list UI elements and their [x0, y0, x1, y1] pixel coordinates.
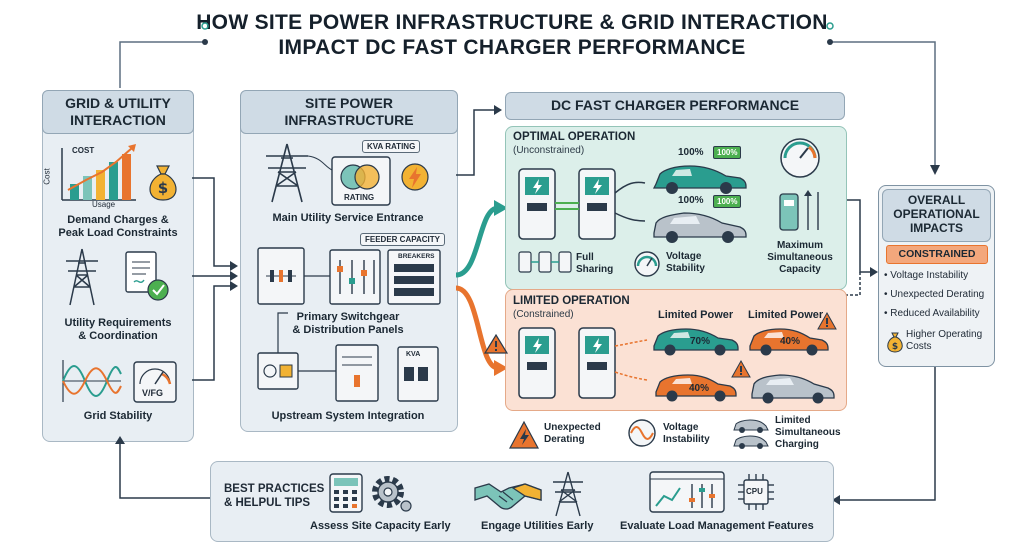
cost-chart-label: COST	[72, 146, 95, 155]
kva-rating-tag: KVA RATING	[362, 140, 421, 153]
optimal-car2-icon	[653, 212, 747, 243]
limited-power-label-2: Limited Power	[748, 309, 824, 321]
voltage-meter-icon	[133, 361, 177, 403]
voltage-instability-icon	[628, 419, 656, 447]
optimal-title: OPTIMAL OPERATION	[513, 131, 636, 143]
overall-item-2: • Unexpected Derating	[884, 289, 985, 300]
voltage-stability-gauge-icon	[634, 251, 660, 277]
tip-engage-utilities: Engage Utilities Early	[481, 520, 594, 532]
full-sharing-label: Full Sharing	[576, 252, 614, 275]
svg-text:$: $	[158, 179, 168, 197]
page-title: HOW SITE POWER INFRASTRUCTURE & GRID INT…	[196, 11, 828, 59]
transmission-tower-icon	[66, 248, 98, 306]
max-capacity-icon	[779, 190, 819, 231]
limited-subtitle: (Constrained)	[513, 309, 574, 320]
main-utility-service-label: Main Utility Service Entrance	[272, 212, 424, 224]
full-sharing-icon	[518, 251, 572, 273]
kva-small-label: KVA	[406, 351, 421, 358]
limited-car3-pct: 40%	[689, 383, 710, 394]
unexpected-derating-label: Unexpected Derating	[544, 422, 601, 445]
optimal-car2-badge: 100%	[713, 195, 742, 208]
grid-stability-label: Grid Stability	[83, 410, 153, 422]
optimal-car1-badge: 100%	[713, 146, 742, 159]
money-bag-icon: $	[149, 165, 177, 201]
charger-performance-heading: DC FAST CHARGER PERFORMANCE	[505, 92, 845, 120]
optimal-subtitle: (Unconstrained)	[513, 145, 585, 156]
breakers-tag: BREAKERS	[398, 253, 435, 260]
limited-warning-icon-2	[817, 311, 837, 330]
limited-car2-icon	[749, 328, 829, 356]
speedometer-icon	[780, 138, 820, 178]
usage-axis-label: Usage	[92, 200, 116, 209]
higher-operating-costs-label: Higher Operating Costs	[906, 329, 983, 352]
warning-icon	[483, 333, 509, 354]
overall-item-1: • Voltage Instability	[884, 270, 969, 281]
best-practices-heading: BEST PRACTICES & HELPUL TIPS	[224, 483, 325, 509]
limited-title: LIMITED OPERATION	[513, 295, 630, 307]
grid-utility-heading: GRID & UTILITY INTERACTION	[42, 90, 194, 134]
site-power-heading: SITE POWER INFRASTRUCTURE	[240, 90, 458, 134]
gear-icon	[372, 476, 412, 512]
handshake-icon	[474, 483, 542, 510]
upstream-integration-icon	[257, 312, 439, 402]
limited-warning-icon-3	[731, 359, 751, 378]
upstream-integration-label: Upstream System Integration	[271, 410, 425, 422]
overall-item-3: • Reduced Availability	[884, 308, 980, 319]
power-tower-icon	[553, 471, 583, 517]
voltage-instability-label: Voltage Instability	[663, 422, 710, 445]
limited-simultaneous-label: Limited Simultaneous Charging	[775, 415, 841, 450]
cpu-label: CPU	[746, 487, 763, 496]
optimal-car1-pct: 100%	[678, 147, 704, 158]
constrained-badge: CONSTRAINED	[886, 245, 988, 264]
feeder-capacity-tag: FEEDER CAPACITY	[360, 233, 445, 246]
cpu-icon	[738, 474, 774, 510]
limited-chargers-icon	[518, 327, 648, 399]
calculator-icon	[329, 473, 363, 513]
document-check-icon	[125, 251, 169, 301]
sine-wave-icon	[62, 360, 122, 402]
rating-label: RATING	[344, 193, 375, 202]
bolt-icon	[401, 163, 429, 191]
utility-tower-icon	[266, 143, 333, 203]
limited-charging-icon	[733, 419, 769, 449]
best-practices-box	[210, 461, 834, 542]
cost-usage-chart-icon	[61, 144, 136, 201]
tip-evaluate-load: Evaluate Load Management Features	[620, 520, 814, 532]
optimal-car1-icon	[652, 165, 747, 194]
limited-car3-icon	[655, 374, 737, 402]
voltage-stability-label: Voltage Stability	[666, 251, 705, 274]
max-capacity-label: Maximum Simultaneous Capacity	[767, 240, 833, 275]
limited-car1-icon	[653, 328, 739, 356]
limited-car2-pct: 40%	[780, 336, 801, 347]
load-management-monitor-icon	[649, 471, 725, 513]
svg-text:$: $	[892, 342, 898, 352]
limited-power-label-1: Limited Power	[658, 309, 734, 321]
limited-car1-pct: 70%	[690, 336, 711, 347]
overall-impacts-heading: OVERALL OPERATIONAL IMPACTS	[882, 189, 991, 242]
utility-requirements-label: Utility Requirements & Coordination	[64, 317, 172, 342]
title-connectors	[119, 22, 940, 175]
transformer-icon	[331, 156, 391, 206]
demand-charges-label: Demand Charges & Peak Load Constraints	[58, 214, 178, 239]
cost-bag-icon: $	[887, 332, 903, 353]
optimal-chargers-icon	[518, 168, 646, 240]
primary-switchgear-label: Primary Switchgear & Distribution Panels	[292, 311, 404, 336]
meter-label: V/FG	[142, 388, 164, 398]
derating-icon	[508, 420, 540, 449]
limited-car4-icon	[751, 374, 835, 404]
tip-assess-capacity: Assess Site Capacity Early	[310, 520, 451, 532]
switchgear-icon	[257, 247, 441, 305]
optimal-car2-pct: 100%	[678, 195, 704, 206]
